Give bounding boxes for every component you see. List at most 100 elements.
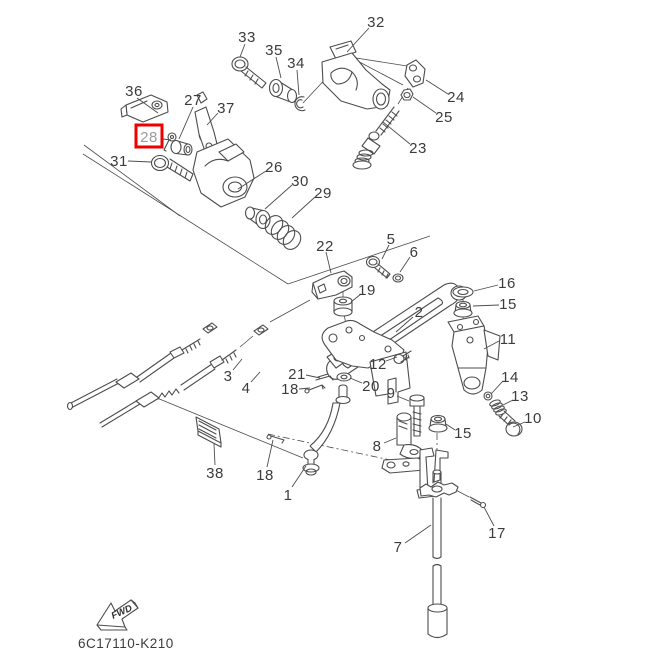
leader-part-29	[291, 196, 316, 219]
leader-part-13	[502, 399, 514, 406]
part-10-plug-drawing	[498, 410, 523, 437]
callout-part-23: 23	[409, 140, 427, 157]
callout-part-37: 37	[217, 100, 235, 117]
leader-part-38	[213, 443, 216, 466]
leader-part-36	[136, 97, 159, 114]
leader-part-28	[162, 138, 172, 141]
part-17-cotter-pin-drawing	[469, 496, 487, 509]
callout-part-7: 7	[394, 539, 403, 556]
callout-part-14: 14	[501, 369, 519, 386]
callout-part-26: 26	[265, 159, 283, 176]
callout-part-11: 11	[500, 331, 517, 348]
leader-part-6	[399, 256, 411, 273]
leader-part-11	[483, 340, 500, 350]
part-34-eclip-drawing	[294, 96, 306, 112]
callout-part-12: 12	[369, 356, 387, 373]
callout-part-15: 15	[454, 425, 472, 442]
leader-part-15	[445, 423, 456, 431]
leader-part-37	[206, 112, 219, 126]
callout-part-32: 32	[367, 14, 385, 31]
part-29-spring-drawing	[264, 215, 302, 250]
part-1-rod-drawing	[302, 384, 351, 476]
part-33-bolt-drawing	[231, 56, 267, 89]
part-31-bolt-drawing	[150, 154, 194, 182]
leader-part-30	[264, 184, 293, 210]
leader-part-17	[483, 506, 495, 527]
callout-part-3: 3	[224, 368, 233, 385]
leader-part-4	[250, 371, 261, 383]
callout-part-1: 1	[284, 487, 293, 504]
callout-part-30: 30	[291, 173, 309, 190]
part-14-ring-drawing	[483, 391, 493, 401]
callout-part-28: 28	[140, 129, 158, 146]
leader-part-5	[381, 244, 390, 260]
callout-part-8: 8	[373, 438, 382, 455]
part-11-bracket-drawing	[447, 315, 501, 395]
part-23-rod-drawing	[352, 106, 400, 170]
leader-part-7	[404, 524, 432, 544]
leader-part-9	[396, 395, 410, 402]
callout-part-15: 15	[499, 296, 517, 313]
leader-part-19	[350, 293, 362, 303]
leader-part-26	[237, 170, 267, 190]
callout-part-35: 35	[265, 42, 283, 59]
leader-part-31	[127, 160, 152, 163]
part-25-nut-drawing	[400, 88, 414, 101]
part-2-bracket-drawing	[321, 319, 411, 405]
callout-part-24: 24	[447, 89, 465, 106]
leader-part-14	[490, 380, 504, 395]
part-19-bushing-drawing	[333, 296, 353, 317]
part-cables-drawing	[66, 322, 269, 428]
callout-part-36: 36	[125, 83, 143, 100]
callout-part-16: 16	[498, 275, 516, 292]
part-26-bracket-drawing	[192, 91, 255, 208]
leader-part-20	[349, 377, 363, 384]
leader-part-32	[346, 27, 370, 53]
callout-part-27: 27	[184, 92, 202, 109]
leader-part-24	[425, 79, 449, 95]
leader-part-18	[298, 387, 311, 390]
highlight-box-part-28	[134, 123, 164, 149]
part-15-bushing-upper-drawing	[453, 300, 473, 318]
part-21-pin-drawing	[315, 373, 334, 381]
leader-part-18	[266, 439, 274, 468]
callout-part-38: 38	[206, 465, 224, 482]
callout-part-29: 29	[314, 185, 332, 202]
fwd-arrow: FWD	[96, 599, 139, 631]
part-35-bushing-drawing	[268, 78, 298, 104]
diagram-artwork: FWD	[66, 40, 523, 639]
part-6-washer-drawing	[392, 273, 404, 283]
leader-part-12	[385, 356, 398, 362]
callout-part-31: 31	[110, 153, 128, 170]
part-32-bracket-drawing	[302, 40, 409, 110]
callout-part-4: 4	[242, 380, 251, 397]
part-24-link-drawing	[404, 59, 426, 88]
leader-part-15	[472, 304, 500, 307]
part-28-pin-drawing	[163, 132, 177, 152]
part-13-spring-drawing	[489, 399, 507, 416]
part-5-bolt-drawing	[365, 255, 391, 279]
leader-part-22	[325, 251, 332, 274]
part-16-washer-drawing	[452, 286, 474, 298]
callout-part-6: 6	[410, 244, 419, 261]
part-9-bolt-drawing	[409, 394, 425, 437]
part-15-bushing-lower-drawing	[428, 414, 448, 433]
part-36-connector-drawing	[120, 94, 169, 123]
leader-part-1	[291, 465, 307, 488]
callout-part-17: 17	[488, 525, 506, 542]
leader-part-3	[232, 358, 243, 371]
leader-part-33	[239, 43, 246, 58]
leader-part-34	[296, 69, 300, 96]
callout-part-13: 13	[511, 388, 529, 405]
callout-part-33: 33	[238, 29, 256, 46]
leader-part-2	[395, 316, 414, 333]
leader-part-16	[473, 284, 499, 292]
callout-part-34: 34	[287, 55, 305, 72]
callout-part-20: 20	[362, 378, 380, 395]
leader-part-10	[512, 421, 526, 428]
part-18-pin-lower-drawing	[266, 434, 285, 444]
part-22-cable-end-drawing	[311, 270, 353, 300]
